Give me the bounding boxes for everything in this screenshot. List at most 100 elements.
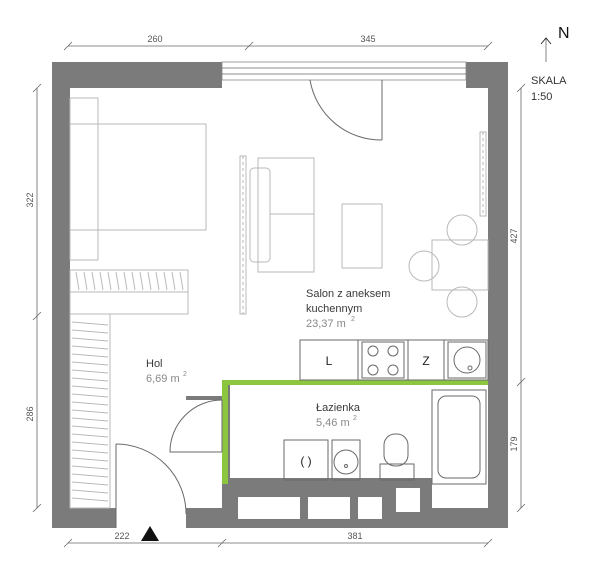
- hanger-mark: [171, 271, 176, 291]
- hanger-mark: [179, 271, 184, 291]
- walls: [52, 62, 508, 528]
- hanger-mark: [99, 271, 104, 291]
- hanger-mark: [83, 271, 88, 291]
- green-wall-bath-top: [222, 380, 488, 385]
- hanger-mark: [75, 271, 80, 291]
- hanger-mark: [71, 465, 109, 470]
- hanger-mark: [71, 369, 109, 374]
- hanger-mark: [71, 401, 109, 406]
- hol-area: 6,69 m: [146, 373, 180, 385]
- radiator: [479, 131, 487, 217]
- dim-left-upper: 322: [25, 192, 35, 207]
- dishwasher: [407, 339, 445, 381]
- dim-right-upper: 427: [509, 228, 519, 243]
- hanger-mark: [71, 433, 109, 438]
- bath-sink: [331, 439, 361, 481]
- entrance-marker: [141, 526, 159, 541]
- hanger-mark: [139, 271, 144, 291]
- salon-area: 23,37 m: [306, 318, 346, 330]
- hol-name: Hol: [146, 358, 163, 370]
- hanger-mark: [71, 409, 109, 414]
- hanger-mark: [71, 449, 109, 454]
- hanger-mark: [71, 337, 109, 342]
- dim-left-lower: 286: [25, 406, 35, 421]
- wall-right: [488, 62, 508, 528]
- fridge-label: L: [326, 354, 333, 368]
- scale-label: SKALA: [531, 75, 567, 87]
- hanger-mark: [71, 457, 109, 462]
- room-salon: Salon z aneksem kuchennym 23,37 m 2: [306, 288, 390, 330]
- hanger-mark: [71, 377, 109, 382]
- shaft-1: [238, 497, 300, 519]
- washer-label: ( ): [300, 454, 311, 468]
- bathroom-door: [169, 399, 223, 453]
- balcony-door: [309, 79, 383, 141]
- kitchen-sink: [447, 341, 487, 379]
- wardrobe: [69, 269, 189, 315]
- wall-hol-stub: [186, 396, 222, 400]
- hanger-mark: [91, 271, 96, 291]
- hanger-mark: [163, 271, 168, 291]
- entrance-door: [115, 443, 187, 528]
- hanger-mark: [71, 481, 109, 486]
- sofa: [249, 157, 315, 273]
- hol-wardrobe: [69, 313, 111, 509]
- wall-top-left: [52, 62, 222, 88]
- hanger-mark: [147, 271, 152, 291]
- dim-right-lower: 179: [509, 436, 519, 451]
- hanger-mark: [71, 417, 109, 422]
- kitchen-counter: L Z: [299, 339, 489, 381]
- fridge: [299, 339, 359, 381]
- hanger-mark: [71, 385, 109, 390]
- compass: N: [540, 25, 570, 62]
- hanger-mark: [71, 353, 109, 358]
- salon-area-sup: 2: [351, 316, 355, 323]
- tv-stand: [239, 155, 247, 315]
- green-wall-bath-left: [222, 380, 228, 484]
- hanger-mark: [71, 345, 109, 350]
- dining-set: [408, 214, 489, 318]
- dim-bottom-right: 381: [347, 531, 362, 541]
- shaft-3: [358, 497, 382, 519]
- green-walls: [222, 380, 488, 484]
- scale-value: 1:50: [531, 91, 552, 103]
- dishwasher-label: Z: [422, 354, 429, 368]
- bed: [69, 97, 207, 261]
- lazienka-name: Łazienka: [316, 402, 361, 414]
- hanger-mark: [71, 441, 109, 446]
- room-lazienka: Łazienka 5,46 m 2: [316, 402, 361, 429]
- north-arrowhead-icon: [540, 37, 552, 45]
- dim-top-right: 345: [360, 34, 375, 44]
- dim-bottom-left: 222: [114, 531, 129, 541]
- scale: SKALA 1:50: [531, 75, 567, 103]
- salon-name-line1: Salon z aneksem: [306, 288, 390, 300]
- hanger-mark: [71, 329, 109, 334]
- wall-left: [52, 62, 70, 528]
- dim-top-left: 260: [147, 34, 162, 44]
- lazienka-area: 5,46 m: [316, 417, 350, 429]
- hanger-mark: [123, 271, 128, 291]
- hol-area-sup: 2: [183, 371, 187, 378]
- hanger-mark: [71, 361, 109, 366]
- bathtub: [431, 389, 487, 485]
- hanger-mark: [71, 473, 109, 478]
- hanger-mark: [131, 271, 136, 291]
- hanger-mark: [71, 425, 109, 430]
- hanger-mark: [71, 321, 109, 326]
- installation-shafts: [238, 488, 420, 519]
- wall-bottom-left: [52, 508, 116, 528]
- dimensions: 260 345 222 381 322 286 427 179: [25, 34, 526, 548]
- hanger-mark: [107, 271, 112, 291]
- north-label: N: [558, 25, 570, 42]
- hanger-mark: [71, 393, 109, 398]
- toilet: [379, 433, 415, 481]
- lazienka-area-sup: 2: [353, 415, 357, 422]
- window: [221, 61, 467, 81]
- shaft-4: [396, 488, 420, 512]
- hanger-mark: [115, 271, 120, 291]
- salon-name-line2: kuchennym: [306, 303, 362, 315]
- washing-machine: ( ): [283, 439, 329, 481]
- room-hol: Hol 6,69 m 2: [146, 358, 187, 385]
- cooktop: [361, 341, 405, 379]
